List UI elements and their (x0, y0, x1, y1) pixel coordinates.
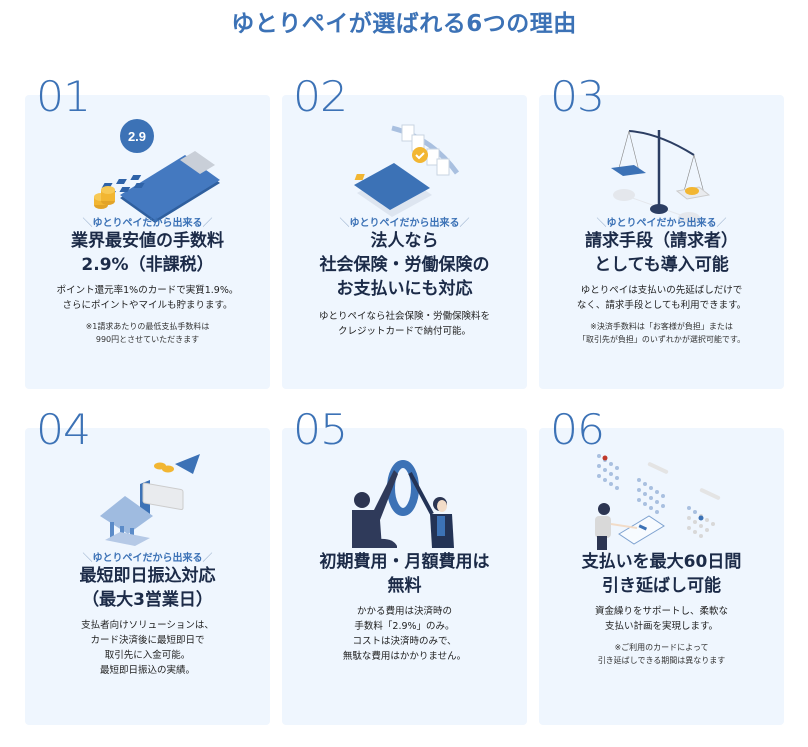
tagline-right-slash: ／ (202, 218, 213, 229)
card-body: ゆとりペイは支払いの先延ばしだけで なく、請求手段としても利用できます。 (576, 285, 747, 311)
card-body: 支払者向けソリューションは、 カード決済後に最短即日で 取引先に入金可能。 最短… (81, 620, 214, 676)
card-note: ※ご利用のカードによって 引き延ばしできる期間は異なります (597, 643, 726, 665)
reason-number-05: 05 (293, 405, 348, 454)
tagline: ＼ゆとりペイだから出来る／ (25, 214, 270, 229)
card-body: ポイント還元率1%のカードで実質1.9%。 さらにポイントやマイルも貯まります。 (56, 285, 239, 311)
reason-number-03: 03 (550, 72, 605, 121)
page-title: ゆとりペイが選ばれる6つの理由 (231, 11, 577, 37)
reason-card-05: 初期費用・月額費用は 無料 かかる費用は決済時の 手数料「2.9%」のみ。 コス… (282, 428, 527, 725)
tagline: ＼ゆとりペイだから出来る／ (339, 218, 470, 229)
card-note: ※決済手数料は「お客様が負担」または 「取引先が負担」のいずれかが選択可能です。 (577, 322, 746, 344)
reason-card-02: ＼ゆとりペイだから出来る／ 法人なら 社会保険・労働保険の お支払いにも対応 ゆ… (282, 95, 527, 389)
reason-card-01: 2.9 ＼ゆとりペイだから出来る／ 業界最安値の手数料 2.9%（非課税） ポイ… (25, 95, 270, 389)
card-body: ゆとりペイなら社会保険・労働保険料を クレジットカードで納付可能。 (318, 311, 490, 337)
card-body: 資金繰りをサポートし、柔軟な 支払い計画を実現します。 (594, 606, 728, 632)
calculator-icon: 2.9 (94, 119, 220, 223)
card-heading: 請求手段（請求者） としても導入可能 (585, 231, 738, 275)
high-five-zero-icon (352, 460, 454, 548)
tagline: ＼ゆとりペイだから出来る／ (82, 553, 213, 564)
reason-number-02: 02 (293, 72, 348, 121)
reason-card-04: ＼ゆとりペイだから出来る／ 最短即日振込対応 （最大3営業日） 支払者向けソリュ… (25, 428, 270, 725)
card-heading: 支払いを最大60日間 引き延ばし可能 (581, 552, 742, 596)
reason-number-06: 06 (550, 405, 605, 454)
calendar-defer-icon (595, 454, 721, 550)
card-note: ※1請求あたりの最低支払手数料は 990円とさせていただきます (85, 322, 210, 344)
tagline: ＼ゆとりペイだから出来る／ (596, 218, 727, 229)
fee-badge: 2.9 (128, 129, 146, 144)
credit-card-icon (354, 124, 460, 217)
reason-number-04: 04 (36, 405, 91, 454)
balance-scale-icon (611, 130, 711, 223)
reason-number-01: 01 (36, 72, 91, 121)
card-heading: 初期費用・月額費用は 無料 (319, 552, 490, 596)
card-heading: 業界最安値の手数料 2.9%（非課税） (71, 231, 224, 275)
card-heading: 法人なら 社会保険・労働保険の お支払いにも対応 (319, 231, 490, 299)
card-body: かかる費用は決済時の 手数料「2.9%」のみ。 コストは決済時のみで、 無駄な費… (342, 606, 467, 662)
reason-card-03: ＼ゆとりペイだから出来る／ 請求手段（請求者） としても導入可能 ゆとりペイは支… (539, 95, 784, 389)
tagline-left-slash: ＼ (82, 218, 93, 229)
card-heading: 最短即日振込対応 （最大3営業日） (79, 566, 216, 610)
reason-card-06: 支払いを最大60日間 引き延ばし可能 資金繰りをサポートし、柔軟な 支払い計画を… (539, 428, 784, 725)
tagline-text: ゆとりペイだから出来る (92, 218, 203, 229)
bank-transfer-icon (100, 454, 200, 546)
